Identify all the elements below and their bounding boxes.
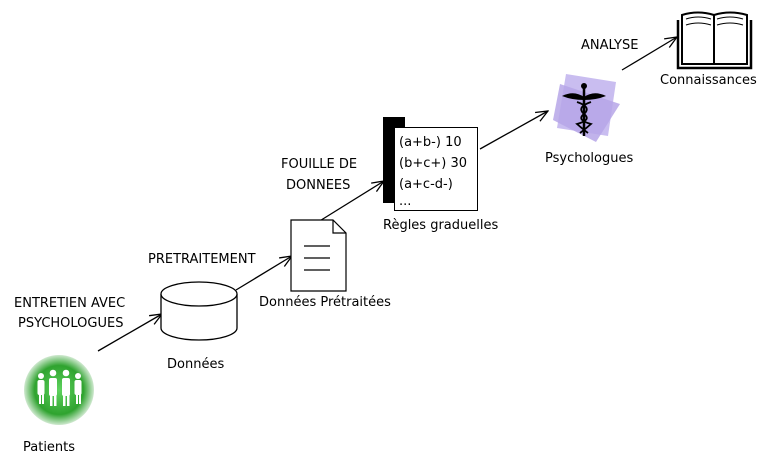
label-connaissances: Connaissances bbox=[660, 73, 757, 88]
rule-item: (a+c-d-) bbox=[399, 177, 453, 192]
caduceus-icon bbox=[553, 74, 620, 142]
edge-label-pretraitement: PRETRAITEMENT bbox=[148, 252, 256, 267]
rule-item: (b+c+) 30 bbox=[399, 156, 468, 171]
rules-box: (a+b-) 10 (b+c+) 30 (a+c-d-) ... bbox=[394, 127, 478, 211]
rule-item: ... bbox=[399, 194, 412, 209]
edge-label-fouille-1: FOUILLE DE bbox=[281, 157, 358, 172]
label-regles: Règles graduelles bbox=[383, 218, 499, 233]
patients-icon bbox=[24, 355, 94, 425]
edge-label-analyse: ANALYSE bbox=[581, 38, 639, 53]
rules-box-shadow-top bbox=[383, 117, 405, 129]
arrow-fouille bbox=[317, 181, 384, 223]
label-donnees: Données bbox=[167, 357, 225, 372]
edge-label-fouille-2: DONNEES bbox=[286, 178, 351, 193]
edge-label-entretien-1: ENTRETIEN AVEC bbox=[14, 296, 126, 311]
arrow-entretien bbox=[97, 314, 162, 352]
arrow-to-psychologues bbox=[479, 111, 548, 150]
document-icon bbox=[290, 219, 347, 292]
arrow-analyse bbox=[621, 37, 677, 71]
label-patients: Patients bbox=[23, 440, 76, 455]
arrow-pretraitement bbox=[235, 256, 292, 291]
label-psychologues: Psychologues bbox=[545, 151, 634, 166]
rule-item: (a+b-) 10 bbox=[399, 135, 462, 150]
edge-label-entretien-2: PSYCHOLOGUES bbox=[18, 316, 124, 331]
database-icon bbox=[160, 281, 238, 341]
book-icon bbox=[676, 11, 753, 70]
label-donnees-pretraitees: Données Prétraitées bbox=[259, 295, 391, 310]
